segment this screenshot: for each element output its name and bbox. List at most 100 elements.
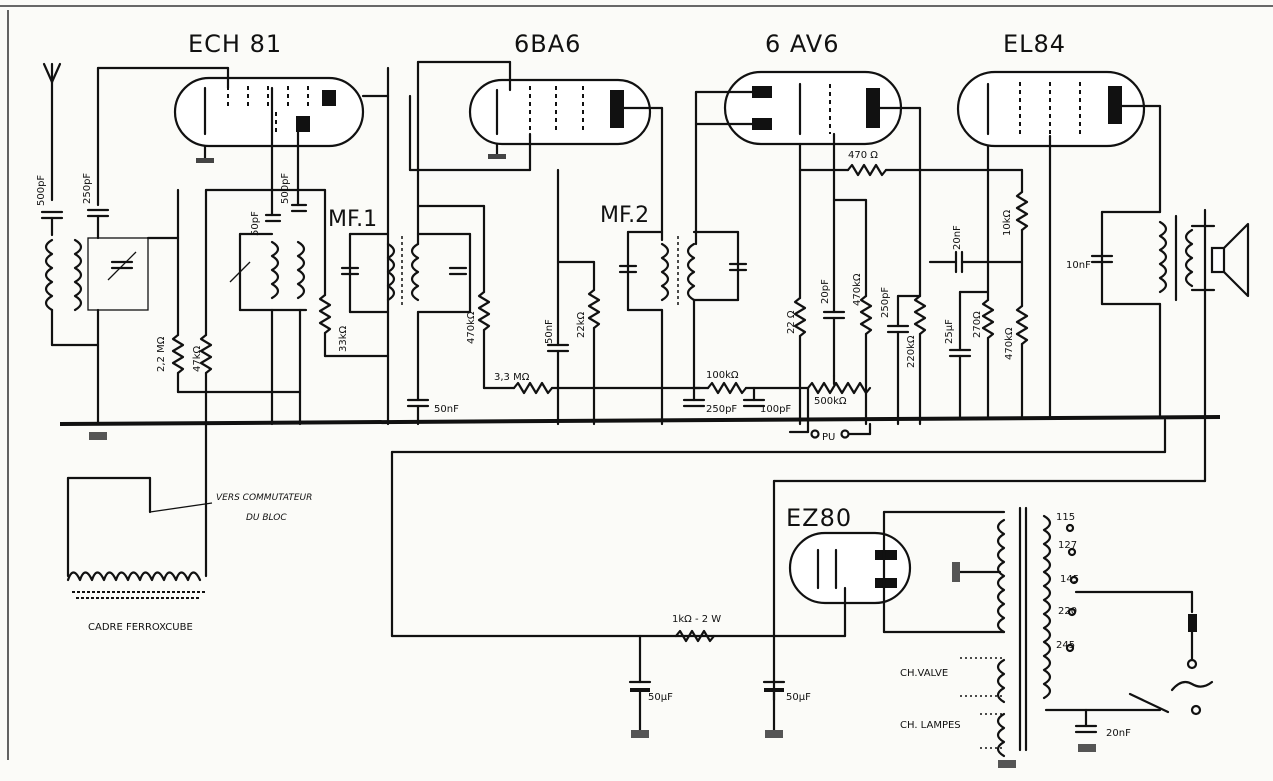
label-ch-lampes: CH. LAMPES bbox=[900, 720, 961, 731]
tap-label-245: 245 bbox=[1056, 640, 1075, 651]
ground-symbol bbox=[631, 730, 649, 738]
mains-symbol-icon bbox=[1170, 680, 1214, 692]
value-250pf-c: 250pF bbox=[880, 287, 891, 318]
value-250pf: 250pF bbox=[82, 173, 93, 204]
resistor-470k-grid bbox=[859, 294, 873, 336]
ground-symbol bbox=[765, 730, 783, 738]
resistor-470k-el84 bbox=[1015, 304, 1029, 346]
resistor-10k bbox=[1015, 190, 1029, 232]
speaker-cone-icon bbox=[1222, 222, 1250, 298]
transformer-label-mf2: MF.2 bbox=[600, 203, 649, 228]
ech81-triode-anode bbox=[296, 116, 310, 132]
resistor-100k bbox=[706, 381, 748, 395]
electrolytic-plate bbox=[764, 688, 784, 692]
value-100k: 100kΩ bbox=[706, 370, 739, 381]
value-47k: 47kΩ bbox=[192, 345, 203, 372]
ez80-envelope bbox=[788, 531, 912, 605]
el84-anode bbox=[1108, 86, 1122, 124]
fuse-icon bbox=[1188, 614, 1197, 632]
tap-label-145: 145 bbox=[1060, 574, 1079, 585]
tuning-box bbox=[87, 237, 149, 311]
mf2-primary-coil bbox=[660, 242, 670, 302]
value-20nf-a: 20nF bbox=[952, 225, 963, 250]
mf1-secondary-coil bbox=[410, 242, 420, 302]
output-transformer-secondary bbox=[1184, 228, 1194, 288]
value-50uf-a: 50µF bbox=[648, 692, 673, 703]
value-3-3m: 3,3 MΩ bbox=[494, 372, 530, 383]
tap-terminal bbox=[1067, 547, 1077, 557]
tap-terminal bbox=[1067, 607, 1077, 617]
value-500pf: 500pF bbox=[36, 175, 47, 206]
value-10k: 10kΩ bbox=[1002, 209, 1013, 236]
mf2-secondary-coil bbox=[686, 242, 696, 302]
value-10nf: 10nF bbox=[1066, 260, 1091, 271]
value-33k: 33kΩ bbox=[338, 325, 349, 352]
value-22k: 22kΩ bbox=[576, 311, 587, 338]
ground-symbol bbox=[1078, 744, 1096, 752]
variable-capacitor-arrow bbox=[107, 251, 137, 281]
value-50pf: 50pF bbox=[250, 211, 261, 236]
value-25uf: 25µF bbox=[944, 319, 955, 344]
tube-label-6ba6: 6BA6 bbox=[514, 30, 581, 58]
resistor-47k bbox=[199, 333, 213, 375]
power-switch-icon bbox=[1128, 692, 1170, 714]
volume-potentiometer bbox=[806, 381, 872, 395]
value-250pf-b: 250pF bbox=[706, 404, 737, 415]
tube-label-6av6: 6 AV6 bbox=[765, 30, 839, 58]
oscillator-coil bbox=[73, 238, 83, 312]
value-470k-b: 470kΩ bbox=[852, 273, 863, 306]
note-du-bloc: DU BLOC bbox=[246, 513, 287, 523]
arrow-to-switch bbox=[149, 502, 213, 513]
ferroxcube-coil bbox=[66, 571, 202, 582]
resistor-33k bbox=[318, 293, 332, 335]
ht-secondary-coil bbox=[996, 518, 1006, 634]
electrolytic-plate bbox=[630, 688, 650, 692]
ground-symbol bbox=[488, 154, 506, 159]
ground-symbol bbox=[196, 158, 214, 163]
value-470k-c: 470kΩ bbox=[1004, 327, 1015, 360]
ech81-anode bbox=[322, 90, 336, 106]
value-1k-2w: 1kΩ - 2 W bbox=[672, 614, 721, 625]
value-2-2m: 2,2 MΩ bbox=[156, 336, 167, 372]
note-vers-commutateur: VERS COMMUTATEUR bbox=[216, 493, 312, 503]
ech81-envelope bbox=[173, 76, 365, 148]
label-cadre-ferroxcube: CADRE FERROXCUBE bbox=[88, 622, 193, 633]
ez80-anode-1 bbox=[875, 550, 897, 560]
ground-symbol bbox=[89, 432, 107, 440]
tap-terminal bbox=[1065, 643, 1075, 653]
resistor-470k bbox=[477, 290, 491, 332]
resistor-22 bbox=[793, 296, 807, 338]
oscillator-coil-1 bbox=[270, 240, 280, 300]
resistor-3-3m bbox=[512, 381, 554, 395]
resistor-220k bbox=[913, 294, 927, 336]
tube-label-el84: EL84 bbox=[1003, 30, 1066, 58]
pickup-socket-icon bbox=[840, 429, 850, 439]
value-470k: 470kΩ bbox=[466, 311, 477, 344]
mains-primary-coil bbox=[1042, 514, 1052, 700]
6av6-diode-2 bbox=[752, 118, 772, 130]
6ba6-anode bbox=[610, 90, 624, 128]
ground-symbol bbox=[952, 562, 960, 582]
antenna-coil bbox=[44, 238, 54, 312]
value-50nf-b: 50nF bbox=[434, 404, 459, 415]
tap-label-220: 220 bbox=[1058, 606, 1077, 617]
tap-label-115: 115 bbox=[1056, 512, 1075, 523]
ground-symbol bbox=[998, 760, 1016, 768]
value-100pf: 100pF bbox=[760, 404, 791, 415]
value-500k: 500kΩ bbox=[814, 396, 847, 407]
heater-winding-lamps bbox=[996, 712, 1006, 758]
resistor-2-2m bbox=[171, 333, 185, 375]
pickup-socket-icon bbox=[810, 429, 820, 439]
value-270-ohm: 270Ω bbox=[972, 311, 983, 338]
heater-winding-valve bbox=[996, 658, 1006, 704]
value-470-ohm: 470 Ω bbox=[848, 150, 878, 161]
trimmer-arrow bbox=[229, 261, 251, 283]
ground-bus bbox=[59, 415, 1221, 426]
value-50uf-b: 50µF bbox=[786, 692, 811, 703]
value-500pf-b: 500pF bbox=[280, 173, 291, 204]
6av6-diode-1 bbox=[752, 86, 772, 98]
ez80-anode-2 bbox=[875, 578, 897, 588]
output-transformer-primary bbox=[1158, 220, 1168, 294]
